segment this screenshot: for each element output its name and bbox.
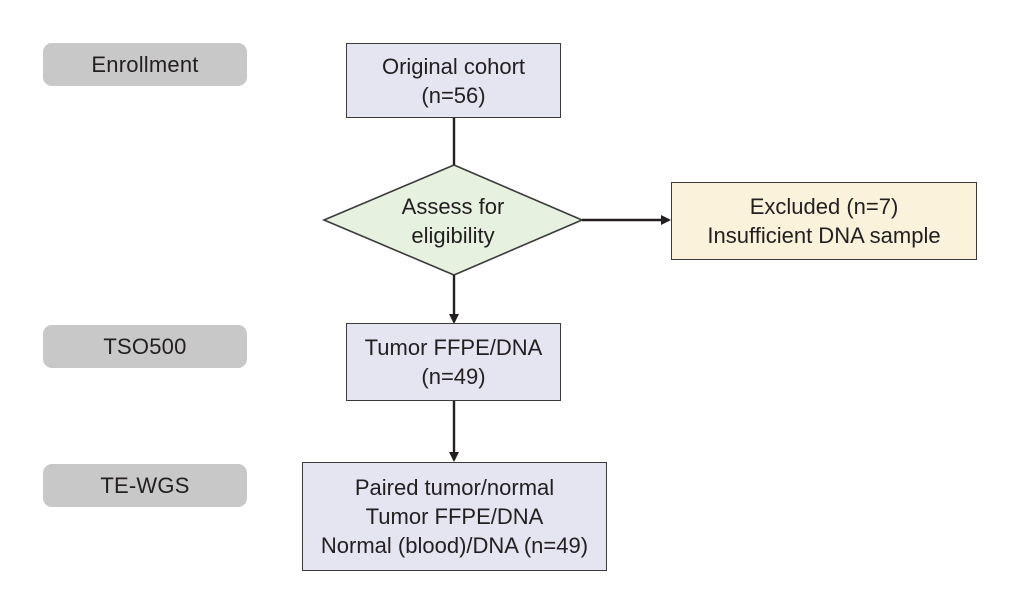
stage-label-te-wgs: TE-WGS (43, 464, 247, 507)
stage-label-enrollment: Enrollment (43, 43, 247, 86)
original-cohort-title: Original cohort (381, 53, 526, 79)
paired-sample-box: Paired tumor/normal Tumor FFPE/DNA Norma… (302, 462, 607, 571)
tumor-ffpe-count: (n=49) (421, 364, 486, 389)
eligibility-line-2: eligibility (411, 223, 495, 248)
paired-tumor-line: Tumor FFPE/DNA (365, 504, 544, 529)
tumor-ffpe-title: Tumor FFPE/DNA (364, 335, 543, 360)
excluded-box: Excluded (n=7) Insufficient DNA sample (671, 182, 977, 260)
tumor-ffpe-box: Tumor FFPE/DNA (n=49) (346, 323, 561, 401)
paired-title: Paired tumor/normal (354, 475, 555, 500)
excluded-reason: Insufficient DNA sample (707, 223, 941, 248)
eligibility-decision: Assess for eligibility (325, 186, 581, 256)
excluded-count: Excluded (n=7) (749, 194, 899, 219)
stage-label-tso500: TSO500 (43, 325, 247, 368)
paired-normal-line: Normal (blood)/DNA (n=49) (320, 533, 589, 558)
original-cohort-box: Original cohort (n=56) (346, 43, 561, 118)
eligibility-line-1: Assess for (401, 194, 505, 219)
original-cohort-count: (n=56) (421, 82, 486, 108)
